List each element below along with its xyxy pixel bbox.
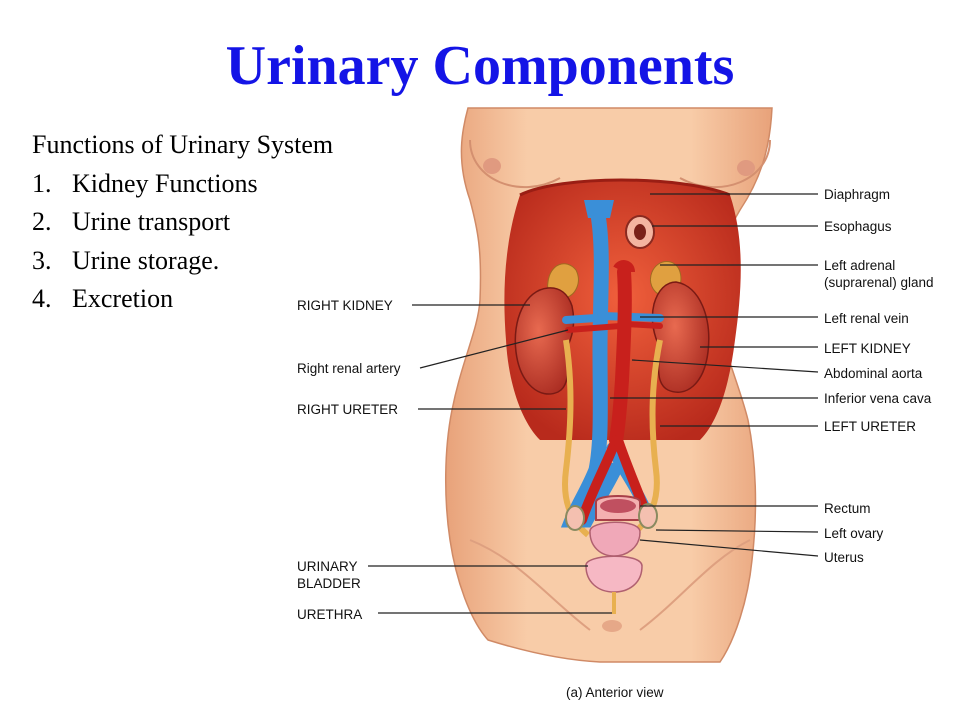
uterus: [589, 521, 641, 557]
functions-heading: Functions of Urinary System: [32, 130, 334, 159]
functions-list: Functions of Urinary System 1.Kidney Fun…: [32, 126, 333, 319]
rectum: [595, 495, 641, 521]
urinary-bladder: [585, 555, 643, 593]
label-left-adrenal-line2: (suprarenal) gland: [824, 275, 934, 290]
label-urethra: URETHRA: [297, 607, 363, 622]
label-abdominal-aorta: Abdominal aorta: [824, 366, 923, 381]
label-left-ovary: Left ovary: [824, 526, 884, 541]
figure-caption: (a) Anterior view: [566, 685, 664, 700]
label-diaphragm: Diaphragm: [824, 187, 891, 202]
label-left-adrenal-line1: Left adrenal: [824, 258, 896, 273]
leader-lines: [368, 193, 819, 614]
right-kidney: [514, 287, 575, 395]
slide-title: Urinary Components: [225, 35, 735, 97]
label-uterus: Uterus: [824, 550, 864, 565]
label-left-kidney: LEFT KIDNEY: [824, 341, 911, 356]
right-renal-vein: [562, 314, 600, 324]
esophagus: [625, 215, 655, 249]
abdominal-aorta: [577, 260, 653, 525]
list-item: 3.Urine storage.: [32, 245, 220, 275]
label-inferior-vena-cava: Inferior vena cava: [824, 391, 932, 406]
label-right-ureter: RIGHT URETER: [297, 402, 399, 417]
label-rectum: Rectum: [824, 501, 871, 516]
label-right-renal-artery: Right renal artery: [297, 361, 401, 376]
label-urinary-bladder-line1: URINARY: [297, 559, 358, 574]
right-ovary: [565, 505, 585, 531]
right-renal-artery: [565, 323, 623, 333]
label-urinary-bladder-line2: BLADDER: [297, 576, 361, 591]
label-left-renal-vein: Left renal vein: [824, 311, 909, 326]
list-item: 1.Kidney Functions: [32, 168, 258, 198]
label-left-ureter: LEFT URETER: [824, 419, 917, 434]
diaphragm-edge: [519, 178, 731, 197]
left-ovary: [638, 503, 658, 529]
label-esophagus: Esophagus: [824, 219, 892, 234]
label-right-kidney: RIGHT KIDNEY: [297, 298, 393, 313]
list-item: 4.Excretion: [32, 284, 174, 313]
left-renal-artery: [623, 321, 663, 329]
list-item: 2.Urine transport: [32, 207, 231, 236]
